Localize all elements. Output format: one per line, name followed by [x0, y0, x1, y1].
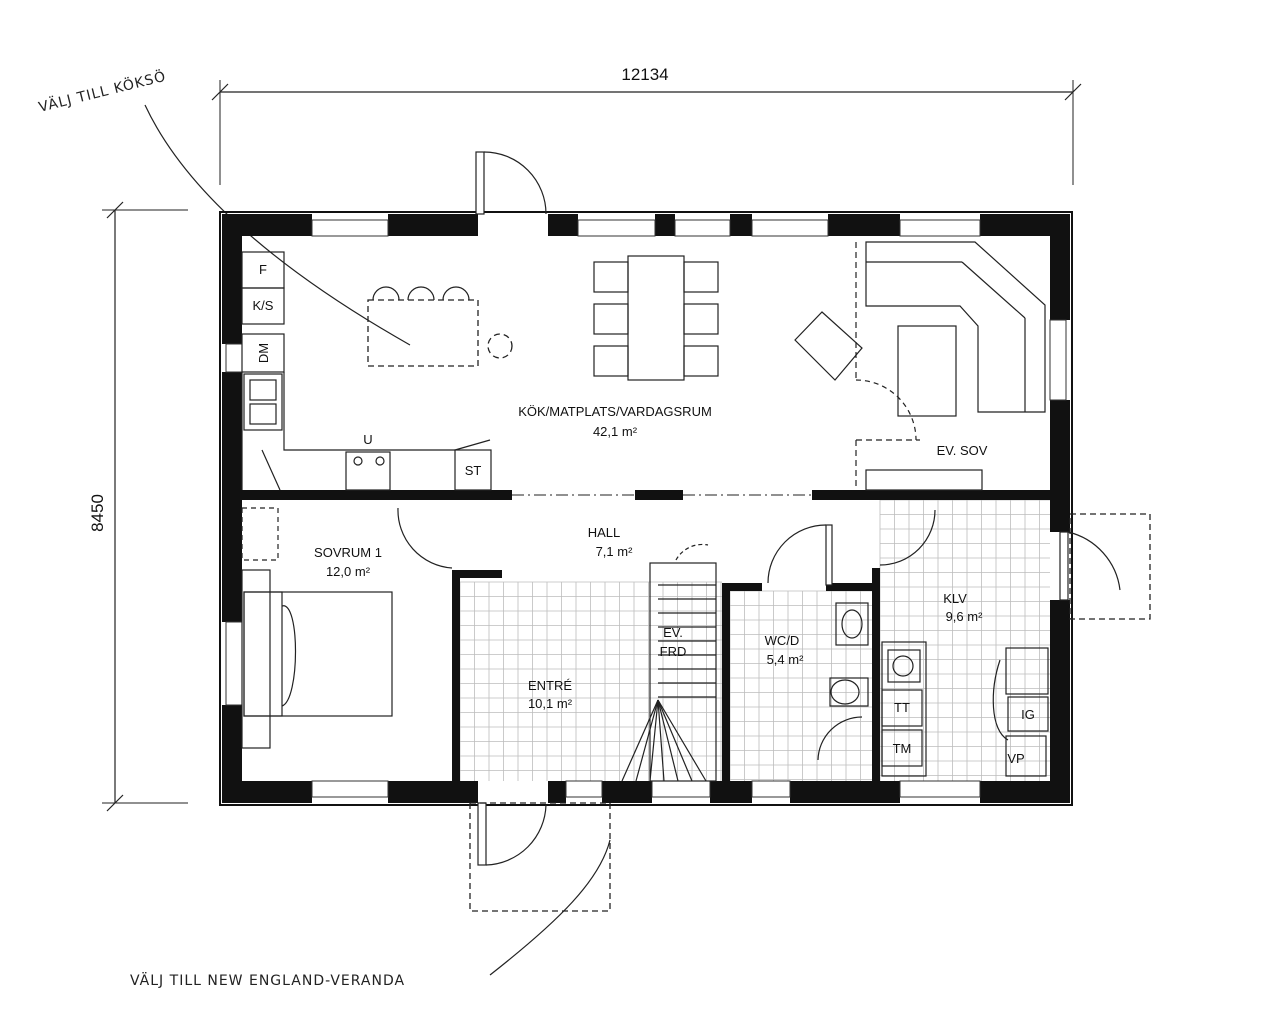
veranda-outline [469, 802, 611, 912]
interior-walls [222, 490, 1070, 782]
note-veranda-leader [489, 839, 611, 976]
microwave-label: DM [256, 343, 271, 363]
room-stair-storage-line1: EV. [663, 625, 683, 640]
staircase [621, 543, 717, 782]
room-bedroom1-area: 12,0 m² [326, 564, 371, 579]
kitchen-fixtures [241, 251, 492, 491]
vp-label: VP [1007, 751, 1024, 766]
room-hall-name: HALL [588, 525, 621, 540]
room-hall-area: 7,1 m² [596, 544, 634, 559]
kitchen-island [367, 286, 513, 367]
ig-label: IG [1021, 707, 1035, 722]
washer-label: TM [893, 741, 912, 756]
room-kitchen-living-area: 42,1 m² [593, 424, 638, 439]
room-optional-bedroom-name: EV. SOV [937, 443, 988, 458]
room-bedroom1-name: SOVRUM 1 [314, 545, 382, 560]
room-stair-storage-line2: FRD [660, 644, 687, 659]
room-utility-area: 9,6 m² [946, 609, 984, 624]
wc-fixtures [829, 602, 869, 707]
room-entrance-area: 10,1 m² [528, 696, 573, 711]
height-dimension: 8450 [88, 494, 107, 532]
doors [397, 151, 1121, 866]
room-wc-name: WC/D [765, 633, 800, 648]
closet-st-label: ST [465, 463, 482, 478]
fridge-label: F [259, 262, 267, 277]
room-wc-area: 5,4 m² [767, 652, 805, 667]
room-entrance-name: ENTRÉ [528, 678, 572, 693]
bed [241, 507, 393, 749]
dryer-label: TT [894, 700, 910, 715]
oven-label: U [363, 432, 372, 447]
dining-table [593, 255, 719, 381]
fridge-freezer-label: K/S [253, 298, 274, 313]
dimension-lines [102, 80, 1082, 812]
sofa [794, 241, 1046, 491]
side-porch-outline [1069, 513, 1151, 620]
note-veranda: VÄLJ TILL NEW ENGLAND-VERANDA [130, 971, 405, 989]
room-kitchen-living-name: KÖK/MATPLATS/VARDAGSRUM [518, 404, 712, 419]
note-kitchen-island: VÄLJ TILL KÖKSÖ [37, 67, 168, 116]
utility-fixtures [881, 641, 1049, 777]
room-utility-name: KLV [943, 591, 967, 606]
width-dimension: 12134 [621, 65, 668, 84]
floor-tiles [459, 499, 1050, 781]
outer-walls [219, 211, 1073, 806]
